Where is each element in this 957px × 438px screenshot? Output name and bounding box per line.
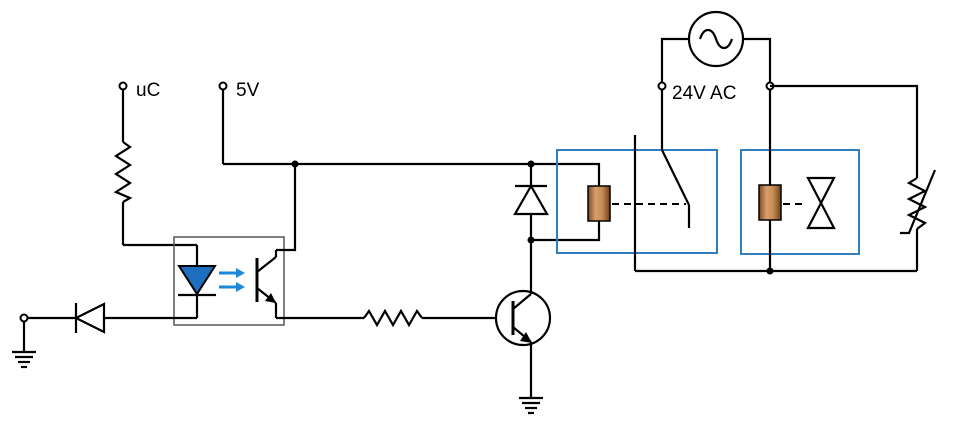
- five-v-label: 5V: [236, 80, 260, 101]
- phototransistor-emitter-arrow: [265, 293, 276, 303]
- relay-contact-arm: [661, 149, 690, 206]
- base-resistor: [363, 308, 423, 328]
- optocoupler: [173, 236, 285, 326]
- uc-series-resistor: [113, 141, 133, 203]
- optocoupler-box: [173, 236, 285, 326]
- solenoid-valve: [740, 90, 860, 275]
- light-arrows-icon: [219, 268, 245, 292]
- left-terminal: [19, 313, 29, 323]
- npn-transistor: [494, 289, 552, 347]
- flyback-diode: [513, 164, 549, 244]
- ac-supply-label: 24V AC: [672, 83, 736, 104]
- uc-input-branch: uC: [113, 80, 197, 247]
- ground-icon: [12, 350, 36, 369]
- valve-coil-icon: [758, 184, 782, 221]
- uc-label: uC: [136, 80, 160, 101]
- relay: [556, 86, 718, 271]
- relay-box: [556, 149, 718, 254]
- optocoupler-led-icon: [177, 265, 217, 296]
- input-diode-icon: [73, 302, 106, 334]
- transistor-emitter-arrow: [520, 332, 532, 343]
- ac-terminal-left: [657, 81, 667, 91]
- varistor-icon: [906, 177, 928, 230]
- valve-icon: [806, 176, 836, 230]
- input-diode-branch: [12, 302, 197, 369]
- uc-terminal: [118, 81, 128, 91]
- varistor: [900, 169, 937, 235]
- valve-box: [740, 149, 860, 255]
- ground-icon: [519, 396, 543, 415]
- flyback-diode-icon: [513, 183, 549, 216]
- five-v-terminal: [218, 81, 228, 91]
- five-v-branch: 5V: [218, 80, 535, 168]
- ac-supply: 24V AC: [657, 10, 775, 104]
- relay-coil-icon: [587, 185, 611, 222]
